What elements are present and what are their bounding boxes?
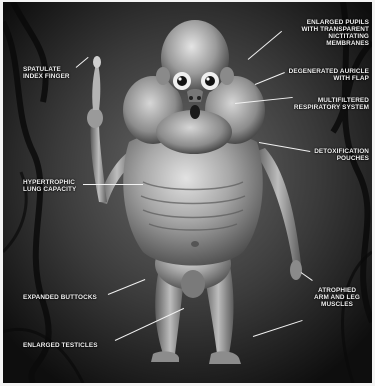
label-enlarged-testicles: ENLARGED TESTICLES <box>23 342 98 349</box>
label-degenerated-auricle: DEGENERATED AURICLE WITH FLAP <box>285 68 369 82</box>
label-expanded-buttocks: EXPANDED BUTTOCKS <box>23 294 97 301</box>
label-respiratory-system: MULTIFILTERED RESPIRATORY SYSTEM <box>285 97 369 111</box>
label-lung-capacity: HYPERTROPHIC LUNG CAPACITY <box>23 179 76 193</box>
label-spatulate-finger: SPATULATE INDEX FINGER <box>23 66 70 80</box>
illustration-frame: ENLARGED PUPILS WITH TRANSPARENT NICTITA… <box>3 2 372 383</box>
label-atrophied-muscles: ATROPHIED ARM AND LEG MUSCLES <box>307 287 367 308</box>
label-enlarged-pupils: ENLARGED PUPILS WITH TRANSPARENT NICTITA… <box>285 19 369 47</box>
leader-line-lung <box>83 184 143 185</box>
label-detoxification-pouches: DETOXIFICATION POUCHES <box>303 148 369 162</box>
